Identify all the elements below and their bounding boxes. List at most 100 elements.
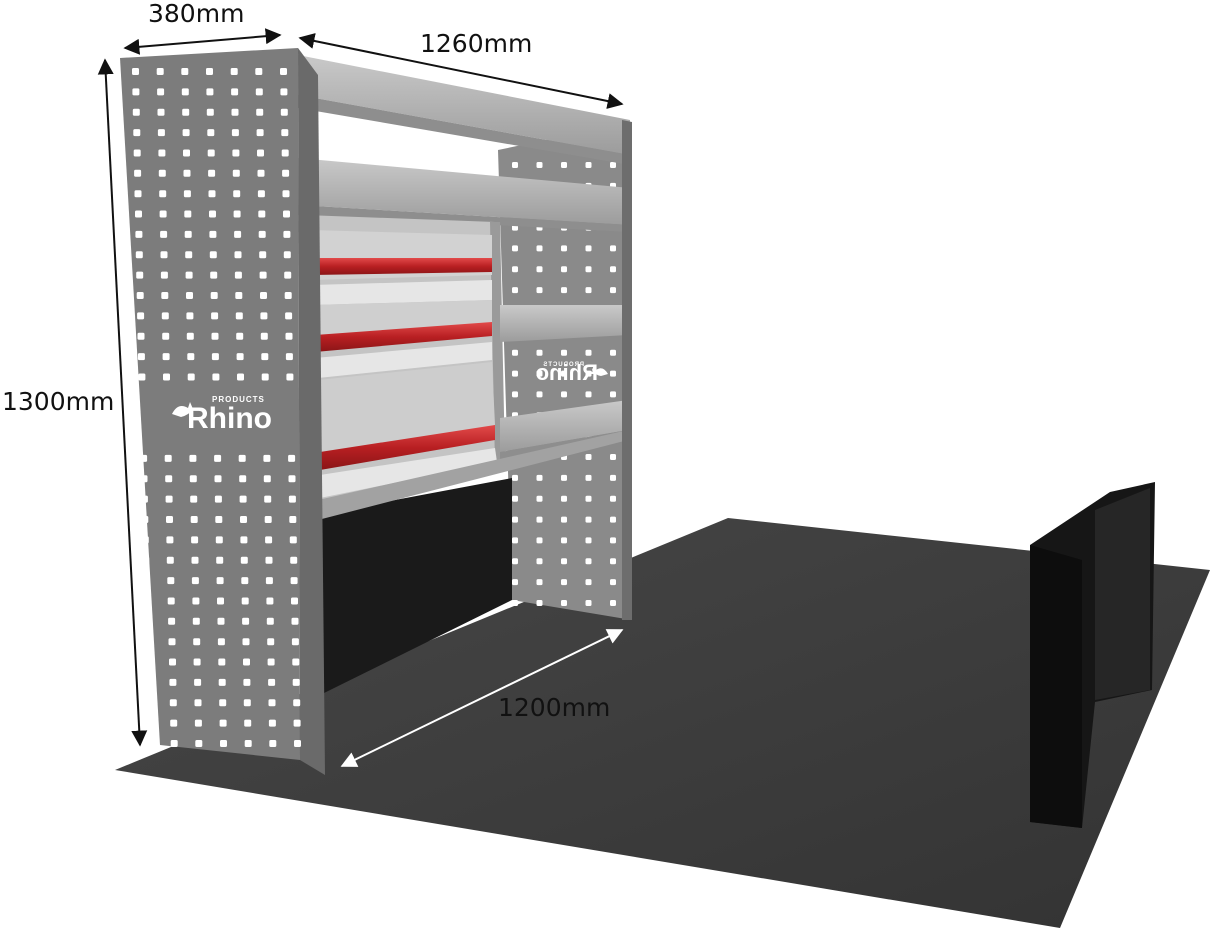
perforation-hole <box>219 699 227 707</box>
perforation-hole <box>282 169 290 177</box>
perforation-hole <box>610 266 616 273</box>
perforation-hole <box>206 68 213 75</box>
perforation-hole <box>169 678 177 686</box>
perforation-hole <box>291 638 299 646</box>
perforation-hole <box>134 169 142 177</box>
perforation-hole <box>168 638 176 646</box>
perforation-hole <box>260 332 268 340</box>
perforation-hole <box>216 556 224 564</box>
perforation-hole <box>170 740 178 747</box>
perforation-hole <box>190 516 198 523</box>
perforation-hole <box>610 391 616 398</box>
perforation-hole <box>217 617 225 625</box>
perforation-hole <box>536 162 543 168</box>
perforation-hole <box>237 373 244 381</box>
perforation-hole <box>135 230 143 238</box>
perforation-hole <box>240 516 247 523</box>
perforation-hole <box>265 536 273 544</box>
perforation-hole <box>185 271 193 279</box>
perforation-hole <box>133 129 141 137</box>
perforation-hole <box>214 475 222 483</box>
perforation-hole <box>181 88 189 96</box>
perforation-hole <box>161 312 169 320</box>
perforation-hole <box>163 373 170 381</box>
perforation-hole <box>561 391 567 398</box>
perforation-hole <box>585 370 592 377</box>
perforation-hole <box>170 719 178 727</box>
perforation-hole <box>290 577 298 585</box>
perforation-hole <box>181 68 189 75</box>
perforation-hole <box>610 245 616 252</box>
perforation-hole <box>195 740 203 747</box>
perforation-hole <box>182 129 190 137</box>
perforation-hole <box>512 349 518 356</box>
perforation-hole <box>293 719 301 727</box>
perforation-hole <box>166 556 174 564</box>
perforation-hole <box>536 579 543 586</box>
height-label: 1300mm <box>2 387 114 416</box>
perforation-hole <box>231 108 239 116</box>
perforation-hole <box>142 556 150 564</box>
perforation-hole <box>561 370 567 377</box>
perforation-hole <box>184 210 192 218</box>
perforation-hole <box>260 312 268 320</box>
perforation-hole <box>585 579 592 586</box>
perforation-hole <box>268 719 276 727</box>
perforation-hole <box>212 373 220 381</box>
drawer-1 <box>310 230 492 305</box>
perforation-hole <box>585 245 592 252</box>
perforation-hole <box>585 391 592 398</box>
perforation-hole <box>285 312 293 320</box>
perforation-hole <box>140 475 148 483</box>
perforation-hole <box>585 516 592 523</box>
perforation-hole <box>610 558 616 565</box>
perforation-hole <box>267 638 275 646</box>
perforation-hole <box>288 495 296 503</box>
perforation-hole <box>159 190 167 198</box>
perforation-hole <box>164 454 172 462</box>
perforation-hole <box>261 353 269 361</box>
perforation-hole <box>264 516 272 523</box>
perforation-hole <box>183 169 191 177</box>
perforation-hole <box>145 719 153 727</box>
perforation-hole <box>162 332 170 340</box>
logo-tag-rear: PRODUCTS <box>542 362 584 368</box>
perforation-hole <box>162 353 170 361</box>
perforation-hole <box>166 516 173 523</box>
perforation-hole <box>280 108 288 116</box>
perforation-hole <box>280 88 288 96</box>
logo-tag: PRODUCTS <box>212 395 265 404</box>
perforation-hole <box>536 495 543 502</box>
perforation-hole <box>160 271 168 279</box>
perforation-hole <box>288 454 296 462</box>
dimension-depth: 380mm <box>123 0 282 55</box>
perforation-hole <box>610 162 616 168</box>
perforation-hole <box>214 495 222 503</box>
perforation-hole <box>160 230 168 238</box>
perforation-hole <box>610 454 616 460</box>
front-end-panel <box>120 48 325 775</box>
perforation-hole <box>512 516 518 523</box>
perforation-hole <box>158 169 166 177</box>
perforation-hole <box>536 266 543 273</box>
perforation-hole <box>561 245 567 252</box>
perforation-hole <box>536 245 543 252</box>
perforation-hole <box>185 251 193 259</box>
van-floor <box>115 518 1210 928</box>
perforation-hole <box>264 495 272 503</box>
perforation-hole <box>186 332 194 340</box>
perforation-hole <box>210 292 218 299</box>
perforation-hole <box>243 658 250 666</box>
perforation-hole <box>235 312 243 320</box>
perforation-hole <box>137 353 145 361</box>
perforation-hole <box>239 475 247 483</box>
perforation-hole <box>561 349 567 356</box>
perforation-hole <box>266 617 274 625</box>
perforation-hole <box>536 558 543 565</box>
perforation-hole <box>243 699 251 707</box>
perforation-hole <box>218 658 226 666</box>
perforation-hole <box>168 617 176 625</box>
perforation-hole <box>234 271 242 279</box>
perforation-hole <box>211 312 219 320</box>
perforation-hole <box>216 577 224 585</box>
